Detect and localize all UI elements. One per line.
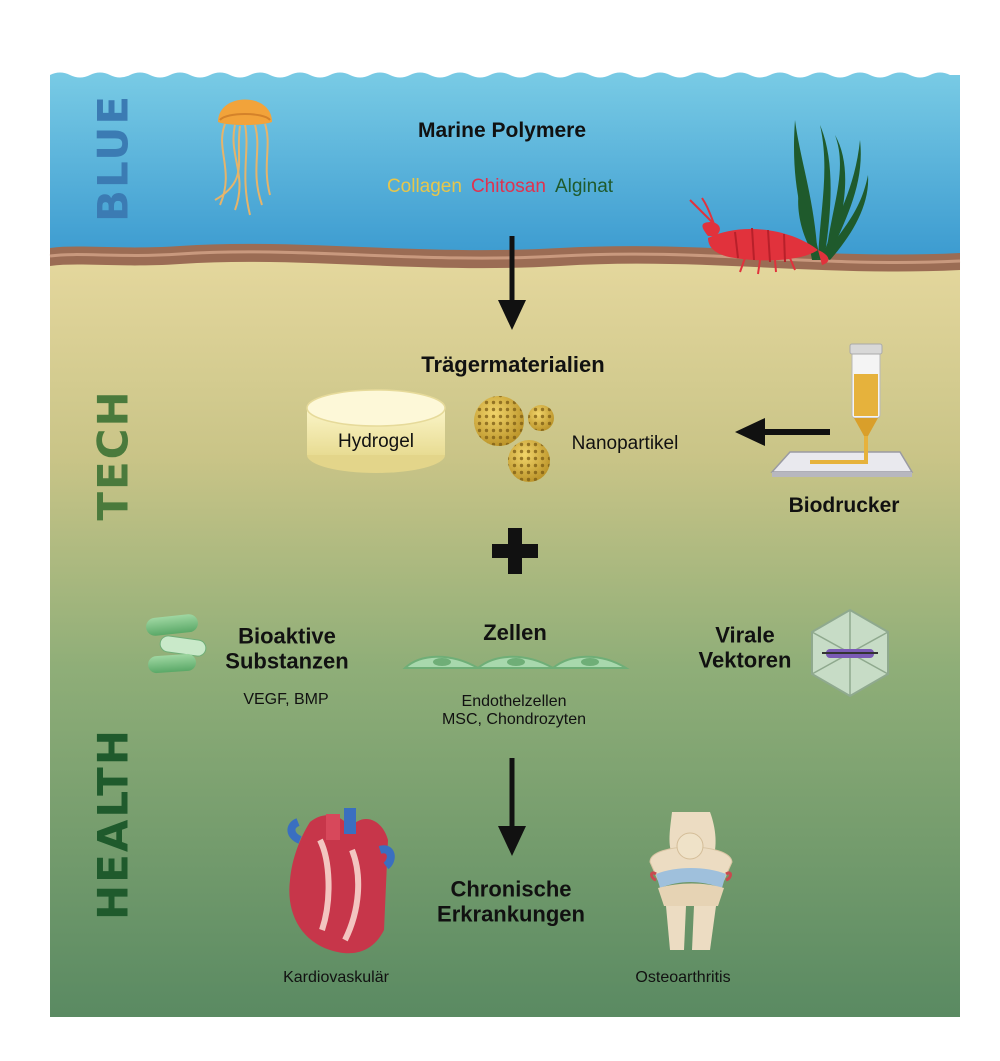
bioactive-substances-examples: VEGF, BMP <box>243 691 329 708</box>
viral-vectors-title: Virale Vektoren <box>698 622 792 672</box>
arrow-left-icon <box>735 418 830 446</box>
seaweed-icon <box>793 120 869 260</box>
band-label-health: HEALTH <box>88 728 138 920</box>
nanoparticle-icon <box>474 396 554 482</box>
background <box>49 72 961 1017</box>
collagen-label: Collagen <box>386 176 462 197</box>
band-label-blue: BLUE <box>88 93 138 223</box>
marine-polymers-list: Collagen Chitosan Alginat <box>387 176 613 198</box>
carrier-materials-title: Trägermaterialien <box>421 352 605 377</box>
cells-title: Zellen <box>483 620 547 645</box>
land-background <box>50 240 960 1017</box>
band-label-tech: TECH <box>88 389 138 521</box>
alginat-label: Alginat <box>554 176 614 197</box>
virus-icon <box>811 608 889 698</box>
chronic-diseases-title: Chronische Erkrankungen <box>437 876 585 926</box>
knee-joint-icon <box>649 812 733 950</box>
cells-icon <box>402 655 630 669</box>
plus-icon <box>492 528 538 574</box>
heart-icon <box>287 808 395 954</box>
cells-examples: Endothelzellen MSC, Chondrozyten <box>441 693 587 728</box>
arrow-down-icon <box>498 758 526 856</box>
jellyfish-icon <box>214 99 272 216</box>
hydrogel-icon <box>306 389 446 473</box>
shrimp-icon <box>689 197 829 275</box>
chitosan-label: Chitosan <box>470 176 546 197</box>
bioprinter-label: Biodrucker <box>788 494 900 517</box>
bioprinter-icon <box>770 343 914 477</box>
osteoarthritis-label: Osteoarthritis <box>635 969 731 986</box>
arrow-down-icon <box>498 236 526 330</box>
hydrogel-label: Hydrogel <box>337 431 415 452</box>
bioactive-substances-title: Bioaktive Substanzen <box>225 623 349 673</box>
water-background <box>50 72 960 257</box>
cardiovascular-label: Kardiovaskulär <box>283 969 389 986</box>
marine-polymers-title: Marine Polymere <box>417 119 587 142</box>
capsule-icon <box>146 614 207 674</box>
nanoparticles-label: Nanopartikel <box>571 433 679 454</box>
